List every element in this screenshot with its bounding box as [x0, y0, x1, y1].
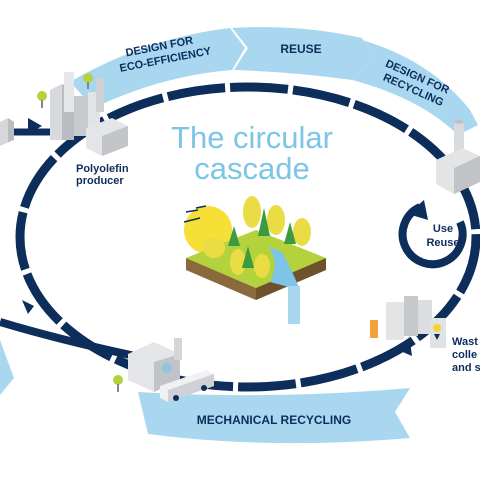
- use-reuse-loop: [398, 200, 467, 269]
- banner-design-recycling: [352, 40, 478, 135]
- use-label-line-2: Reuse: [426, 237, 460, 249]
- banner-left-edge: [0, 340, 14, 395]
- banner-mechanical-recycling: [138, 388, 410, 444]
- waste-collection-label: Wast colle and s: [452, 336, 480, 375]
- landscape-illustration: [183, 196, 326, 324]
- producer-factory-illustration: [37, 72, 128, 156]
- title-line-1: The circular: [171, 120, 333, 155]
- banner-mechanical-recycling-text: MECHANICAL RECYCLING: [197, 413, 351, 427]
- waste-label-line-3: and s: [452, 362, 480, 374]
- producer-label-line-1: Polyolefin: [76, 163, 129, 175]
- use-label-line-1: Use: [432, 223, 454, 235]
- main-cycle-ring: [15, 82, 480, 392]
- producer-label-line-2: producer: [76, 175, 124, 187]
- producer-label: Polyolefin producer: [76, 163, 156, 187]
- waste-label-line-2: colle: [452, 349, 478, 361]
- waste-label-line-1: Wast: [452, 336, 478, 348]
- title-line-2: cascade: [194, 151, 310, 186]
- left-edge-factory: [0, 118, 14, 146]
- banner-reuse: [232, 27, 372, 80]
- page-title: The circular cascade: [152, 122, 352, 184]
- use-reuse-label: Use Reuse: [418, 222, 468, 250]
- recycling-plant-illustration: [113, 338, 214, 402]
- waste-bins-illustration: [370, 296, 446, 348]
- banner-reuse-text: REUSE: [280, 42, 321, 56]
- banner-design-eco-efficiency: [70, 28, 245, 108]
- right-building: [436, 120, 480, 194]
- inner-arc-left: [0, 128, 136, 360]
